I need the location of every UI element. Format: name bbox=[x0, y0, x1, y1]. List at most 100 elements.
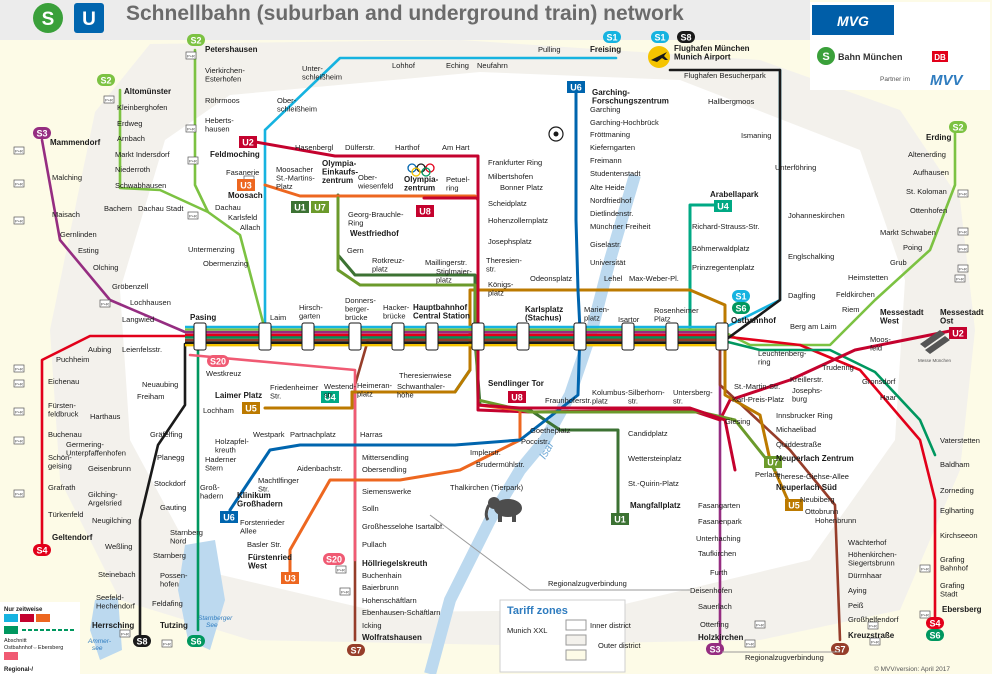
station-neuperlach-sued[interactable]: Neuperlach Süd bbox=[776, 483, 837, 492]
station-garching-fz[interactable]: Garching-Forschungszentrum bbox=[592, 88, 669, 106]
station-basler[interactable]: Basler Str. bbox=[247, 540, 282, 549]
station-josephsburg[interactable]: Josephs-burg bbox=[792, 386, 823, 404]
station-frankfurter-ring[interactable]: Frankfurter Ring bbox=[488, 158, 542, 167]
station-dietlindenstr[interactable]: Dietlindenstr. bbox=[590, 209, 633, 218]
station-freising[interactable]: Freising bbox=[590, 45, 621, 54]
station-unterhaching[interactable]: Unterhaching bbox=[696, 534, 741, 543]
station-fraunhoferstr[interactable]: Fraunhoferstr. bbox=[545, 396, 592, 405]
station-berg-am-laim[interactable]: Berg am Laim bbox=[790, 322, 837, 331]
station-groebenzell[interactable]: Gröbenzell bbox=[112, 282, 149, 291]
station-laim[interactable]: Laim bbox=[270, 313, 286, 322]
station-eching[interactable]: Eching bbox=[446, 61, 469, 70]
station-trudering[interactable]: Trudering bbox=[822, 363, 854, 372]
station-solln[interactable]: Solln bbox=[362, 504, 379, 513]
line-badge-u3[interactable]: U3 bbox=[281, 572, 299, 584]
station-michaelibad[interactable]: Michaelibad bbox=[776, 425, 816, 434]
station-tuerkenfeld[interactable]: Türkenfeld bbox=[48, 510, 83, 519]
station-hohenschaeftlarn[interactable]: Hohenschäftlarn bbox=[362, 596, 417, 605]
line-badge-u7[interactable]: U7 bbox=[764, 456, 782, 468]
line-badge-u6[interactable]: U6 bbox=[220, 511, 238, 523]
trunk-stop-pasing[interactable] bbox=[193, 322, 207, 351]
station-poccistr[interactable]: Poccistr. bbox=[521, 437, 549, 446]
trunk-stop-hackerbruecke[interactable] bbox=[391, 322, 405, 351]
station-icking[interactable]: Icking bbox=[362, 621, 382, 630]
station-leuchtenbergring[interactable]: Leuchtenberg-ring bbox=[758, 349, 807, 367]
station-gernlinden[interactable]: Gernlinden bbox=[60, 230, 97, 239]
station-mammendorf[interactable]: Mammendorf bbox=[50, 138, 101, 147]
station-feldmoching[interactable]: Feldmoching bbox=[210, 150, 260, 159]
station-neugilching[interactable]: Neugilching bbox=[92, 516, 131, 525]
station-karl-preis[interactable]: Karl-Preis-Platz bbox=[732, 395, 784, 404]
line-badge-u8[interactable]: U8 bbox=[416, 205, 434, 217]
trunk-stop-hauptbahnhof[interactable] bbox=[425, 322, 439, 351]
station-odeonsplatz[interactable]: Odeonsplatz bbox=[530, 274, 572, 283]
station-starnberg[interactable]: Starnberg bbox=[153, 551, 186, 560]
station-deisenhofen[interactable]: Deisenhofen bbox=[690, 586, 732, 595]
station-garching-hochbrueck[interactable]: Garching-Hochbrück bbox=[590, 118, 659, 127]
station-ostbahnhof[interactable]: Ostbahnhof bbox=[731, 316, 776, 325]
station-untermenzing[interactable]: Untermenzing bbox=[188, 245, 235, 254]
station-theresienwiese[interactable]: Theresienwiese bbox=[399, 371, 452, 380]
station-duerrnhaar[interactable]: Dürrnhaar bbox=[848, 571, 882, 580]
station-wettersteinplatz[interactable]: Wettersteinplatz bbox=[628, 454, 682, 463]
station-kreuzstrasse[interactable]: Kreuzstraße bbox=[848, 631, 895, 640]
station-milbertshofen[interactable]: Milbertshofen bbox=[488, 172, 533, 181]
line-badge-s2[interactable]: S2 bbox=[949, 121, 967, 133]
station-hirschgarten[interactable]: Hirsch-garten bbox=[299, 303, 323, 321]
station-ottenhofen[interactable]: Ottenhofen bbox=[910, 206, 947, 215]
station-laimer-platz[interactable]: Laimer Platz bbox=[215, 391, 262, 400]
line-badge-s4[interactable]: S4 bbox=[926, 617, 944, 629]
station-gilching-argelsried[interactable]: Gilching-Argelsried bbox=[88, 490, 122, 508]
station-gauting[interactable]: Gauting bbox=[160, 503, 186, 512]
station-mittersendling[interactable]: Mittersendling bbox=[362, 453, 409, 462]
station-stiglmaier[interactable]: Stiglmaier-platz bbox=[436, 267, 472, 285]
station-siemenswerke[interactable]: Siemenswerke bbox=[362, 487, 411, 496]
station-max-weber[interactable]: Max-Weber-Pl. bbox=[629, 274, 679, 283]
station-prinzregenten[interactable]: Prinzregentenplatz bbox=[692, 263, 755, 272]
station-dachau-stadt[interactable]: Dachau Stadt bbox=[138, 204, 184, 213]
station-lehel[interactable]: Lehel bbox=[604, 274, 623, 283]
station-fuerstenfeldbruck[interactable]: Fürsten-feldbruck bbox=[48, 401, 79, 419]
station-schwabhausen[interactable]: Schwabhausen bbox=[115, 181, 166, 190]
line-badge-s4[interactable]: S4 bbox=[33, 544, 51, 556]
station-buchenhain[interactable]: Buchenhain bbox=[362, 571, 402, 580]
station-giselastr[interactable]: Giselastr. bbox=[590, 240, 621, 249]
station-besucherpark[interactable]: Flughafen Besucherpark bbox=[684, 71, 766, 80]
station-heimstetten[interactable]: Heimstetten bbox=[848, 273, 888, 282]
station-harthaus[interactable]: Harthaus bbox=[90, 412, 121, 421]
station-graefelfing[interactable]: Gräfelfing bbox=[150, 430, 183, 439]
line-badge-u3[interactable]: U3 bbox=[237, 179, 255, 191]
station-donnersberger[interactable]: Donners-berger-brücke bbox=[345, 296, 376, 322]
station-grub[interactable]: Grub bbox=[890, 258, 907, 267]
station-untersberg[interactable]: Untersberg-str. bbox=[673, 388, 713, 406]
station-heimeranplatz[interactable]: Heimeran-platz bbox=[357, 381, 393, 399]
station-kieferngarten[interactable]: Kieferngarten bbox=[590, 143, 635, 152]
station-westpark[interactable]: Westpark bbox=[253, 430, 285, 439]
station-puchheim[interactable]: Puchheim bbox=[56, 355, 89, 364]
trunk-stop-laim[interactable] bbox=[258, 322, 272, 351]
station-westkreuz[interactable]: Westkreuz bbox=[206, 369, 242, 378]
station-allach[interactable]: Allach bbox=[240, 223, 260, 232]
station-kreillerstr[interactable]: Kreillerstr. bbox=[790, 375, 823, 384]
station-giesing[interactable]: Giesing bbox=[725, 417, 750, 426]
station-innsbrucker[interactable]: Innsbrucker Ring bbox=[776, 411, 833, 420]
station-altomuenster[interactable]: Altomünster bbox=[124, 87, 171, 96]
station-unterschleissheim[interactable]: Unter-schleißheim bbox=[302, 64, 342, 82]
station-hohenzollernplatz[interactable]: Hohenzollernplatz bbox=[488, 216, 548, 225]
station-therese-giehse[interactable]: Therese-Giehse-Allee bbox=[776, 472, 849, 481]
station-karlsplatz[interactable]: Karlsplatz(Stachus) bbox=[525, 305, 563, 323]
station-otterfing[interactable]: Otterfing bbox=[700, 620, 729, 629]
station-tutzing[interactable]: Tutzing bbox=[160, 621, 188, 630]
station-brudermuehl[interactable]: Brudermühlstr. bbox=[476, 460, 525, 469]
station-st-quirin[interactable]: St.-Quirin-Platz bbox=[628, 479, 679, 488]
station-pulling[interactable]: Pulling bbox=[538, 45, 561, 54]
station-eglharting[interactable]: Eglharting bbox=[940, 506, 974, 515]
line-badge-s7[interactable]: S7 bbox=[831, 643, 849, 655]
station-marienplatz[interactable]: Marien-platz bbox=[584, 305, 610, 323]
station-vaterstetten[interactable]: Vaterstetten bbox=[940, 436, 980, 445]
station-olympiazentrum[interactable]: Olympia-zentrum bbox=[404, 175, 439, 193]
